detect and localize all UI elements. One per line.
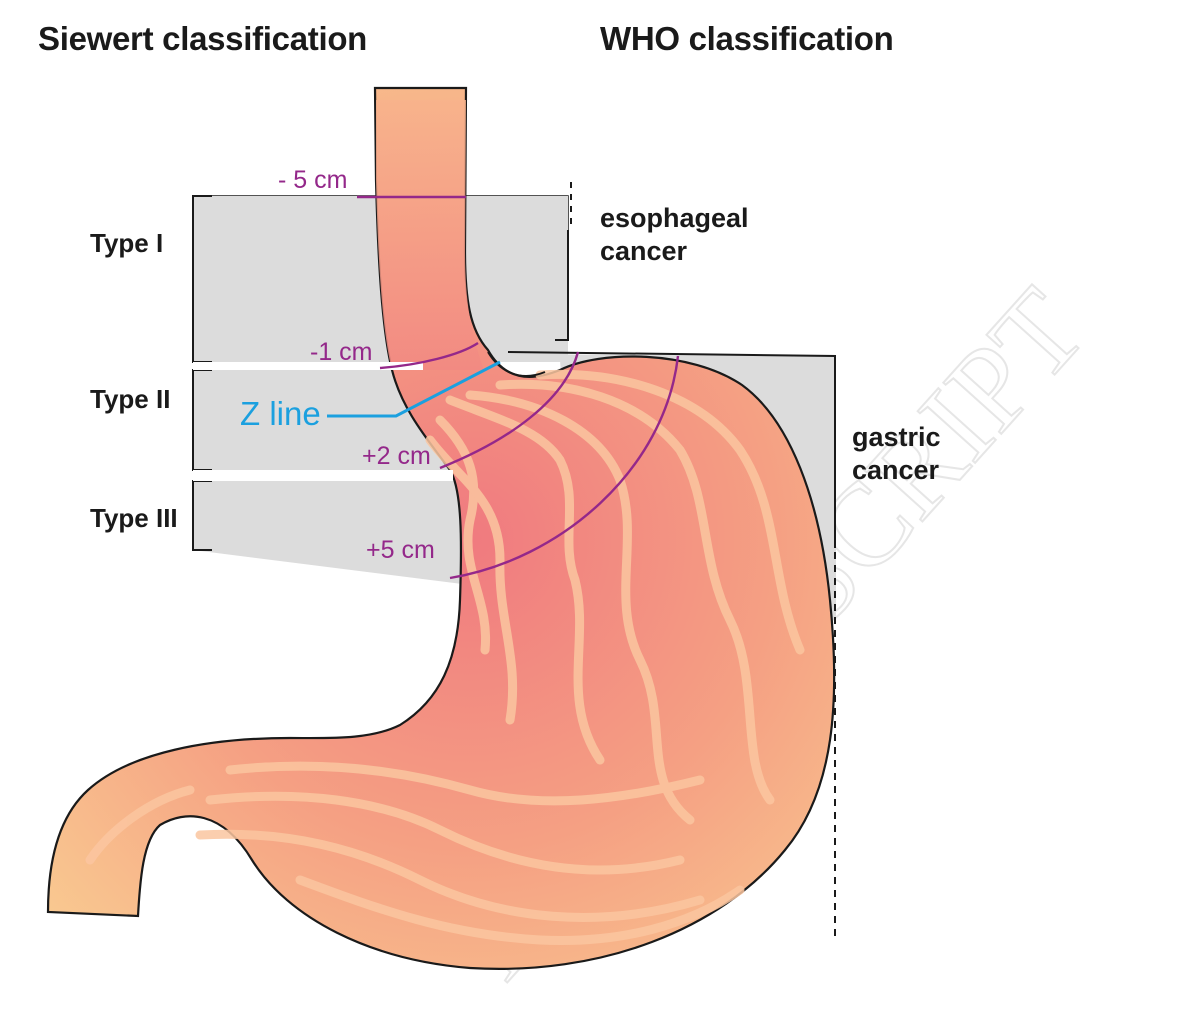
gastric-cancer-label: gastric cancer bbox=[852, 421, 941, 487]
marker-line-minus1 bbox=[379, 342, 479, 370]
mucosal-folds bbox=[85, 369, 805, 945]
type-2-label: Type II bbox=[90, 384, 171, 414]
esophageal-cancer-label: esophageal cancer bbox=[600, 202, 749, 268]
z-line-label: Z line bbox=[240, 395, 321, 432]
esophageal-bracket bbox=[555, 230, 569, 341]
type-3-region bbox=[193, 481, 470, 585]
gap-1 bbox=[193, 362, 423, 370]
cardia-notch bbox=[487, 351, 546, 377]
esophageal-label-line-1: esophageal bbox=[600, 203, 749, 233]
marker-minus1-label: -1 cm bbox=[310, 338, 373, 366]
siewert-heading: Siewert classification bbox=[38, 20, 368, 57]
type-1-label: Type I bbox=[90, 228, 164, 258]
marker-plus2-label: +2 cm bbox=[362, 442, 431, 470]
gap-2 bbox=[193, 470, 453, 481]
z-line-pointer bbox=[327, 360, 501, 418]
marker-minus5-label: - 5 cm bbox=[278, 166, 348, 194]
esophagus-shade bbox=[376, 100, 484, 370]
marker-plus5-label: +5 cm bbox=[366, 536, 435, 564]
gastric-label-line-1: gastric bbox=[852, 422, 941, 452]
marker-line-plus2 bbox=[439, 351, 580, 470]
type-3-label: Type III bbox=[90, 503, 178, 533]
who-heading: WHO classification bbox=[600, 20, 894, 57]
gastric-label-line-2: cancer bbox=[852, 455, 940, 485]
gastric-bracket bbox=[507, 351, 836, 548]
esophageal-label-line-2: cancer bbox=[600, 236, 688, 266]
marker-line-plus5 bbox=[449, 355, 680, 580]
distance-lines bbox=[357, 195, 680, 580]
stomach-illustration bbox=[46, 86, 836, 970]
